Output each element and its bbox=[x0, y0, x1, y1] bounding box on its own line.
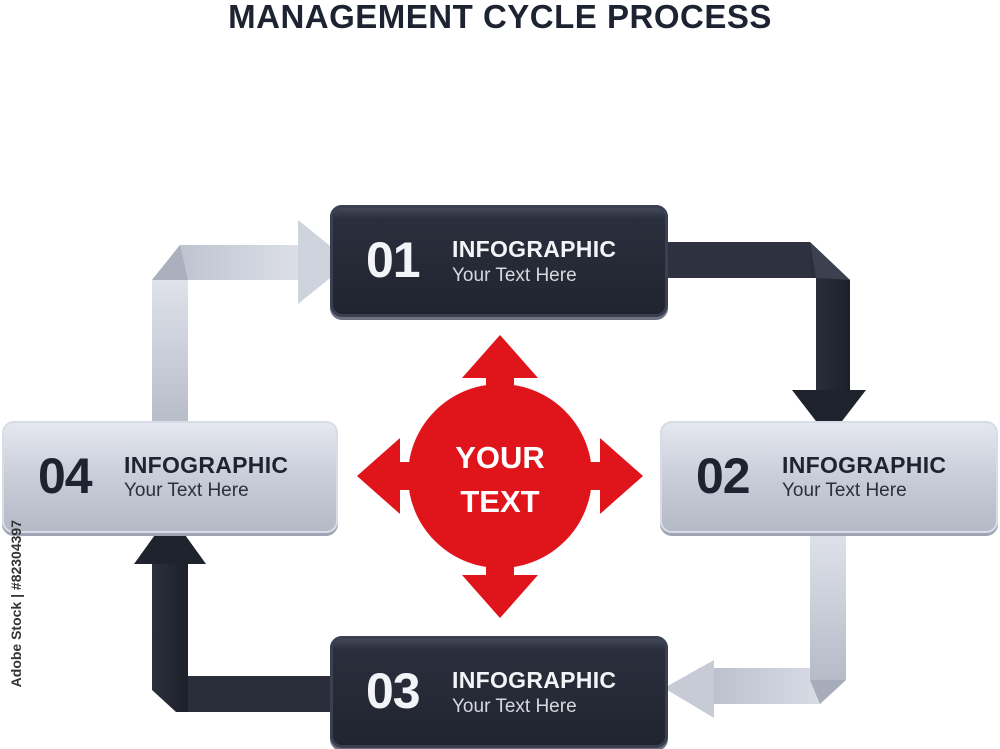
arrow-02-to-03 bbox=[664, 532, 846, 718]
center-compass-shape bbox=[357, 335, 643, 618]
center-line-1: YOUR bbox=[455, 440, 545, 475]
step-text: Your Text Here bbox=[124, 480, 249, 501]
arrow-04-to-01 bbox=[152, 220, 350, 428]
step-01-box: 01 INFOGRAPHIC Your Text Here bbox=[330, 205, 668, 317]
step-number: 03 bbox=[366, 663, 421, 719]
step-04-box: 04 INFOGRAPHIC Your Text Here bbox=[2, 421, 338, 533]
step-heading: INFOGRAPHIC bbox=[782, 452, 947, 478]
step-heading: INFOGRAPHIC bbox=[452, 236, 617, 262]
step-number: 04 bbox=[38, 448, 93, 504]
step-heading: INFOGRAPHIC bbox=[452, 667, 617, 693]
stock-id-label: Adobe Stock | #82304397 bbox=[8, 520, 24, 688]
arrow-01-to-02 bbox=[668, 242, 866, 438]
step-heading: INFOGRAPHIC bbox=[124, 452, 289, 478]
center-line-2: TEXT bbox=[460, 484, 540, 519]
step-02-box: 02 INFOGRAPHIC Your Text Here bbox=[660, 421, 998, 533]
step-number: 02 bbox=[696, 448, 751, 504]
arrow-03-to-04 bbox=[134, 514, 334, 712]
step-03-box: 03 INFOGRAPHIC Your Text Here bbox=[330, 636, 668, 748]
diagram-title: MANAGEMENT CYCLE PROCESS bbox=[228, 0, 772, 35]
step-number: 01 bbox=[366, 232, 421, 288]
center-label: YOUR TEXT bbox=[420, 436, 580, 524]
step-text: Your Text Here bbox=[452, 265, 577, 286]
step-text: Your Text Here bbox=[452, 696, 577, 717]
step-text: Your Text Here bbox=[782, 480, 907, 501]
